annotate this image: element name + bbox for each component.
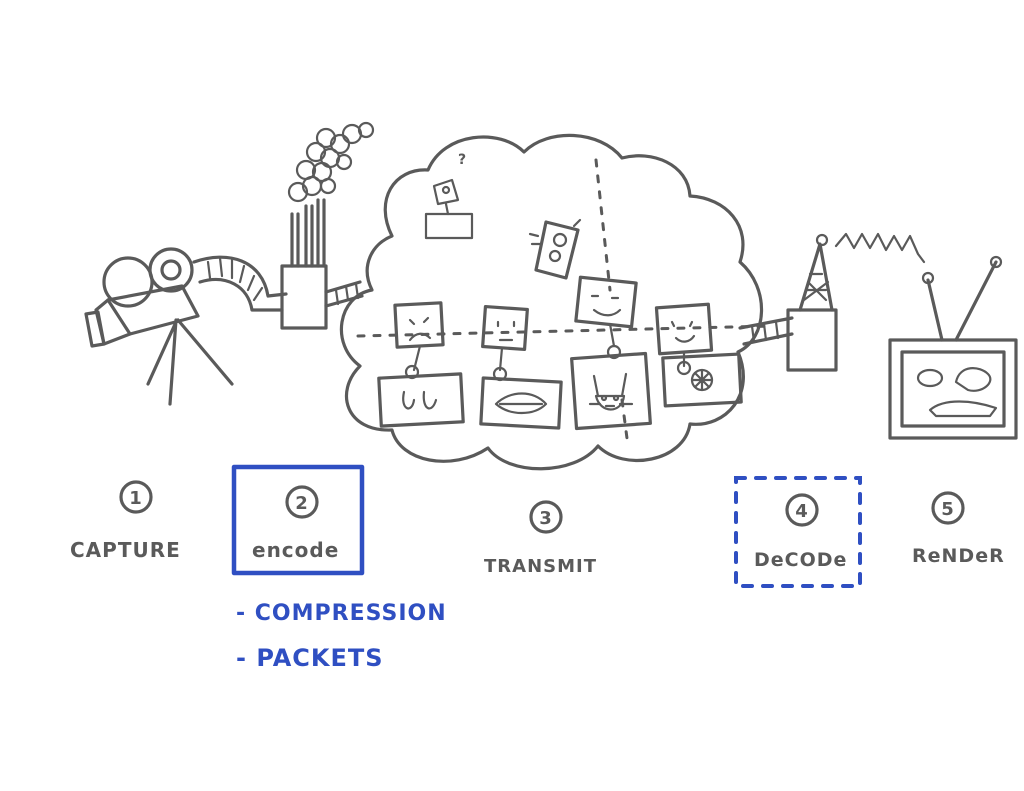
question-mark: ? [458, 152, 467, 168]
encode-note-compression: - COMPRESSION [236, 601, 447, 626]
packet-picture-2 [481, 378, 561, 428]
step-render: 5 ReNDeR [912, 493, 1005, 567]
radio-tower-icon [788, 234, 924, 370]
packet-picture-1 [379, 374, 463, 426]
step-number: 1 [129, 488, 143, 509]
step-label: TRANSMIT [484, 556, 597, 577]
step-number: 2 [295, 493, 309, 514]
step-number: 4 [795, 501, 809, 522]
step-label: DeCODe [754, 549, 847, 571]
step-decode: 4 DeCODe [736, 478, 860, 586]
step-label: ReNDeR [912, 545, 1005, 567]
packet-picture-cat [572, 354, 651, 429]
traffic-light-icon [530, 220, 580, 278]
step-transmit: 3 TRANSMIT [484, 502, 597, 577]
step-number: 3 [539, 508, 553, 529]
film-strip-icon [194, 257, 286, 310]
step-encode: 2 encode [234, 467, 362, 573]
film-strip-icon [740, 318, 792, 344]
step-label: encode [252, 538, 339, 562]
packet-face-2 [483, 307, 528, 380]
encode-note-packets: - PACKETS [236, 644, 384, 672]
lost-packet-sign-icon [426, 180, 472, 238]
step-label: CAPTURE [70, 538, 181, 562]
step-capture: 1 CAPTURE [70, 482, 181, 562]
step-number: 5 [941, 499, 955, 520]
television-icon [890, 257, 1016, 438]
packet-face-1 [395, 303, 443, 378]
packet-face-4 [656, 304, 711, 374]
network-cloud-icon [341, 135, 761, 468]
packet-face-3 [576, 277, 636, 358]
film-strip-icon [326, 282, 362, 306]
packet-picture-4 [663, 354, 741, 406]
